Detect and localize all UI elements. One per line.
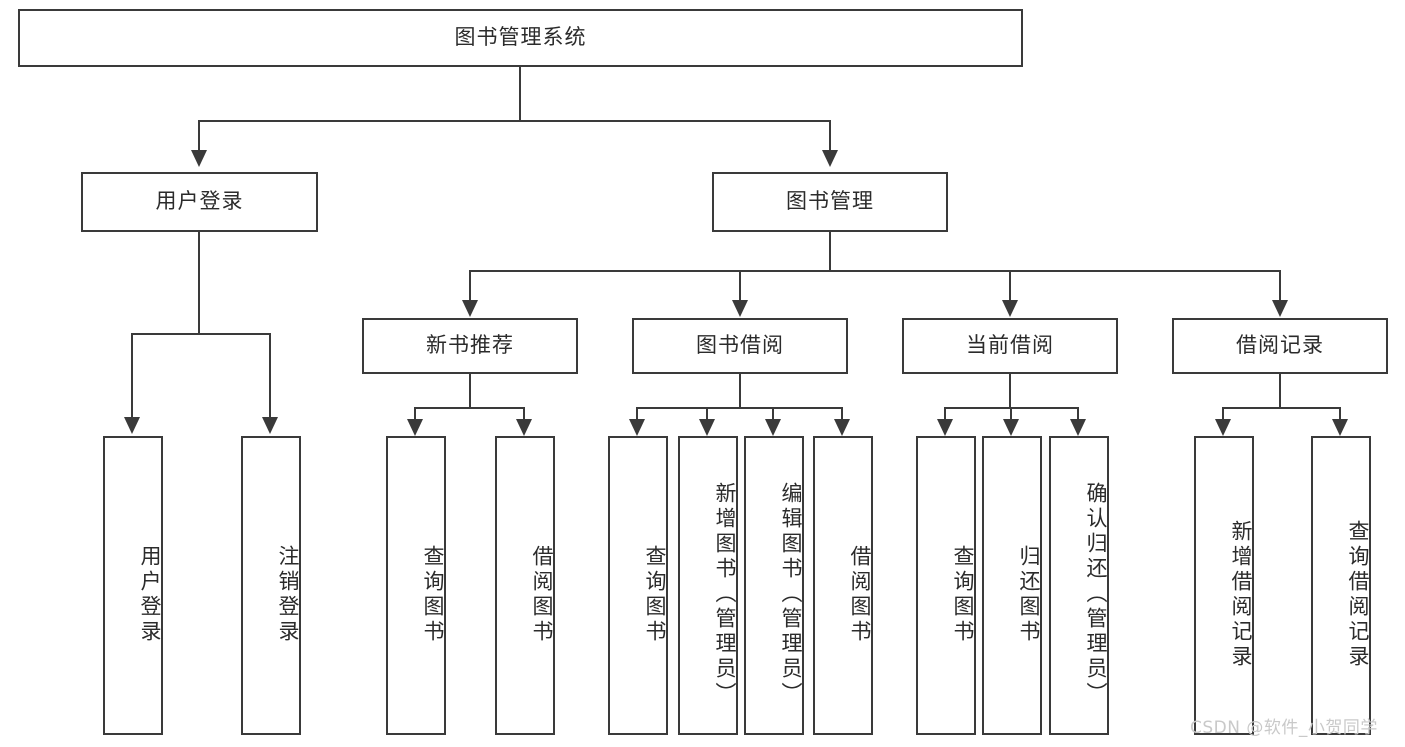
edge-book-borrow-leaf2 bbox=[706, 407, 708, 421]
edge-current-borrow-leaf1 bbox=[944, 407, 946, 421]
leaf-borrow-record-2[interactable]: 查询借阅记录 bbox=[1311, 436, 1371, 735]
arrowhead-new-book-leaf2 bbox=[516, 419, 532, 436]
edge-borrow-record-bar bbox=[1222, 407, 1340, 409]
leaf-book-borrow-3[interactable]: 编辑图书（管理员） bbox=[744, 436, 804, 735]
node-borrow-record[interactable]: 借阅记录 bbox=[1172, 318, 1388, 374]
node-book-management[interactable]: 图书管理 bbox=[712, 172, 948, 232]
edge-book-borrow-stem bbox=[739, 374, 741, 409]
leaf-user-login-2[interactable]: 注销登录 bbox=[241, 436, 301, 735]
edge-to-borrow-record bbox=[1279, 270, 1281, 302]
node-root[interactable]: 图书管理系统 bbox=[18, 9, 1023, 67]
arrowhead-current-borrow bbox=[1002, 300, 1018, 317]
edge-book-borrow-bar bbox=[636, 407, 842, 409]
edge-to-current-borrow bbox=[1009, 270, 1011, 302]
arrowhead-current-borrow-leaf2 bbox=[1003, 419, 1019, 436]
arrowhead-new-book bbox=[462, 300, 478, 317]
edge-to-book-borrow bbox=[739, 270, 741, 302]
arrowhead-book-borrow-leaf1 bbox=[629, 419, 645, 436]
leaf-current-borrow-1[interactable]: 查询图书 bbox=[916, 436, 976, 735]
arrowhead-current-borrow-leaf1 bbox=[937, 419, 953, 436]
arrowhead-book-borrow bbox=[732, 300, 748, 317]
edge-user-login-bar bbox=[131, 333, 270, 335]
arrowhead-book-borrow-leaf3 bbox=[765, 419, 781, 436]
edge-borrow-record-stem bbox=[1279, 374, 1281, 409]
leaf-current-borrow-3[interactable]: 确认归还（管理员） bbox=[1049, 436, 1109, 735]
edge-new-book-leaf2 bbox=[523, 407, 525, 421]
leaf-book-borrow-4[interactable]: 借阅图书 bbox=[813, 436, 873, 735]
edge-root-stem bbox=[519, 67, 521, 121]
edge-book-borrow-leaf3 bbox=[772, 407, 774, 421]
arrowhead-book-borrow-leaf2 bbox=[699, 419, 715, 436]
arrowhead-user-login-leaf1 bbox=[124, 417, 140, 434]
edge-user-login-leaf2 bbox=[269, 333, 271, 419]
edge-book-mgmt-bar bbox=[469, 270, 1281, 272]
arrowhead-current-borrow-leaf3 bbox=[1070, 419, 1086, 436]
edge-new-book-stem bbox=[469, 374, 471, 409]
leaf-user-login-1[interactable]: 用户登录 bbox=[103, 436, 163, 735]
edge-book-borrow-leaf4 bbox=[841, 407, 843, 421]
edge-to-new-book bbox=[469, 270, 471, 302]
leaf-current-borrow-2[interactable]: 归还图书 bbox=[982, 436, 1042, 735]
edge-borrow-record-leaf2 bbox=[1339, 407, 1341, 421]
leaf-book-borrow-2[interactable]: 新增图书（管理员） bbox=[678, 436, 738, 735]
node-new-book-recommend[interactable]: 新书推荐 bbox=[362, 318, 578, 374]
arrowhead-new-book-leaf1 bbox=[407, 419, 423, 436]
edge-user-login-leaf1 bbox=[131, 333, 133, 419]
leaf-new-book-1[interactable]: 查询图书 bbox=[386, 436, 446, 735]
arrowhead-book-mgmt bbox=[822, 150, 838, 167]
edge-book-borrow-leaf1 bbox=[636, 407, 638, 421]
edge-root-bar bbox=[198, 120, 831, 122]
arrowhead-borrow-record bbox=[1272, 300, 1288, 317]
node-current-borrow[interactable]: 当前借阅 bbox=[902, 318, 1118, 374]
arrowhead-user-login bbox=[191, 150, 207, 167]
edge-current-borrow-leaf2 bbox=[1010, 407, 1012, 421]
edge-borrow-record-leaf1 bbox=[1222, 407, 1224, 421]
arrowhead-user-login-leaf2 bbox=[262, 417, 278, 434]
node-user-login[interactable]: 用户登录 bbox=[81, 172, 318, 232]
arrowhead-borrow-record-leaf1 bbox=[1215, 419, 1231, 436]
edge-new-book-leaf1 bbox=[414, 407, 416, 421]
edge-user-login-stem bbox=[198, 232, 200, 334]
arrowhead-borrow-record-leaf2 bbox=[1332, 419, 1348, 436]
leaf-book-borrow-1[interactable]: 查询图书 bbox=[608, 436, 668, 735]
edge-new-book-bar bbox=[414, 407, 525, 409]
edge-book-mgmt-stem bbox=[829, 232, 831, 272]
arrowhead-book-borrow-leaf4 bbox=[834, 419, 850, 436]
edge-root-to-book-mgmt bbox=[829, 120, 831, 152]
node-book-borrow[interactable]: 图书借阅 bbox=[632, 318, 848, 374]
edge-current-borrow-stem bbox=[1009, 374, 1011, 409]
leaf-borrow-record-1[interactable]: 新增借阅记录 bbox=[1194, 436, 1254, 735]
edge-current-borrow-leaf3 bbox=[1077, 407, 1079, 421]
edge-root-to-user-login bbox=[198, 120, 200, 152]
leaf-new-book-2[interactable]: 借阅图书 bbox=[495, 436, 555, 735]
